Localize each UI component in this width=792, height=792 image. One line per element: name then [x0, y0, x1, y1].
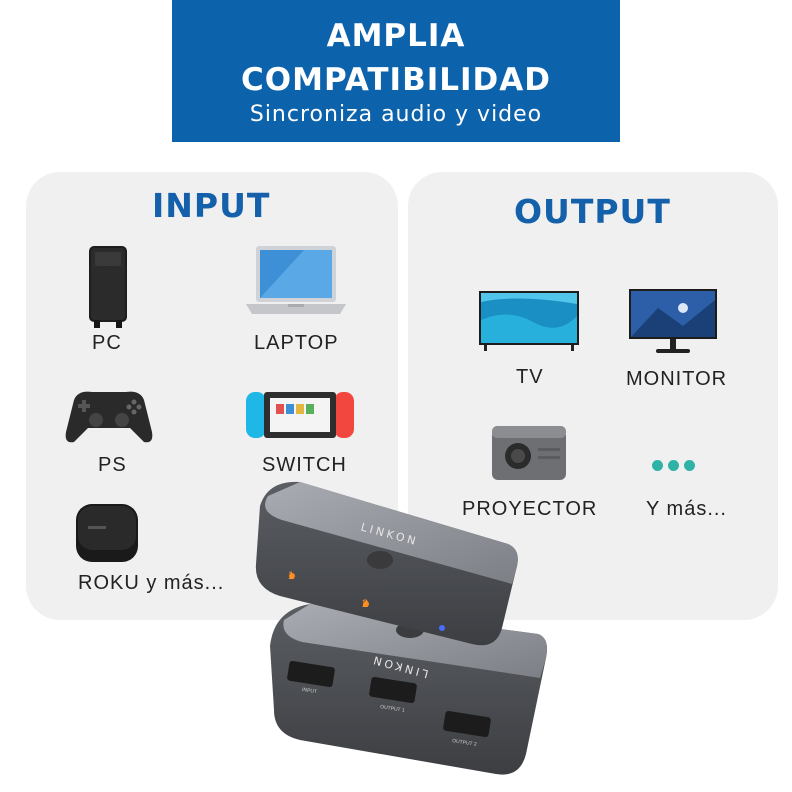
pc-tower-icon — [89, 246, 127, 328]
output-label-monitor: MONITOR — [626, 368, 728, 390]
input-label-laptop: LAPTOP — [254, 332, 339, 354]
tv-icon — [479, 291, 579, 351]
laptop-icon — [246, 246, 346, 314]
gamepad-icon — [65, 391, 153, 443]
banner-subtitle: Sincroniza audio y video — [249, 102, 543, 127]
switch-front-view — [255, 481, 518, 646]
banner-title-line2: COMPATIBILIDAD — [241, 62, 551, 98]
input-label-pc: PC — [92, 332, 122, 354]
input-label-ps: PS — [98, 454, 127, 476]
banner-title-line1: AMPLIA — [326, 18, 466, 54]
switch-back-view — [270, 604, 547, 775]
product-led-2-label: 2 — [362, 598, 369, 610]
streaming-box-icon — [76, 504, 138, 562]
monitor-icon — [629, 289, 717, 353]
input-label-switch: SWITCH — [262, 454, 347, 476]
more-dots-icon — [652, 458, 700, 476]
input-label-roku: ROKU y más... — [78, 572, 225, 594]
output-label-more: Y más... — [646, 498, 727, 520]
hdmi-switch-product-image — [255, 481, 547, 775]
output-label-proyector: PROYECTOR — [462, 498, 598, 520]
input-heading: INPUT — [152, 186, 271, 225]
output-heading: OUTPUT — [514, 192, 671, 231]
game-console-icon — [246, 392, 354, 438]
header-banner: AMPLIA COMPATIBILIDAD Sincroniza audio y… — [172, 0, 620, 142]
product-led-1-label: 1 — [288, 570, 295, 582]
output-label-tv: TV — [516, 366, 544, 388]
input-panel: INPUT PC LAPTOP PS — [26, 172, 398, 620]
projector-icon — [492, 426, 566, 480]
